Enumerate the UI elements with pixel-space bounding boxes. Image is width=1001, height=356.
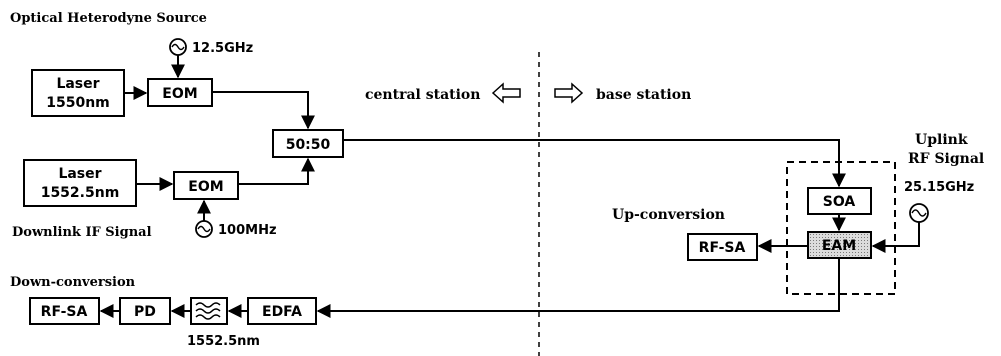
rf-sa-left-label: RF-SA	[41, 304, 88, 320]
rf-top-frequency: 12.5GHz	[192, 41, 253, 56]
uplink-label-line1: Uplink	[915, 132, 968, 148]
pd-label: PD	[134, 304, 156, 320]
soa-box	[807, 187, 872, 215]
laser-1550-label: Laser	[56, 76, 99, 92]
if-bottom-frequency: 100MHz	[218, 223, 277, 238]
left-direction-arrow-icon	[491, 82, 521, 104]
edfa-box	[247, 297, 317, 325]
right-direction-arrow-icon	[554, 82, 584, 104]
central-station-label: central station	[365, 87, 480, 103]
eam-label: EAM	[822, 238, 856, 254]
coupler-label: 50:50	[286, 137, 331, 153]
pd-box	[119, 297, 171, 325]
base-station-unit-outline	[786, 161, 896, 295]
base-station-label: base station	[596, 87, 691, 103]
uplink-label-line2: RF Signal	[908, 151, 984, 167]
eom-bottom-box	[173, 171, 239, 200]
edfa-label: EDFA	[262, 304, 302, 320]
eom-top-label: EOM	[162, 86, 197, 102]
rf-sa-left-box	[29, 297, 100, 325]
uplink-frequency: 25.15GHz	[904, 180, 974, 195]
downlink-if-signal-label: Downlink IF Signal	[12, 225, 152, 240]
coupler-box	[272, 129, 344, 158]
filter-wavelength: 1552.5nm	[187, 334, 260, 349]
rf-sa-right-box	[687, 233, 758, 261]
down-conversion-label: Down-conversion	[10, 275, 136, 290]
optical-heterodyne-source-label: Optical Heterodyne Source	[10, 11, 207, 26]
filter-icon	[195, 302, 221, 320]
laser-1552-wavelength: 1552.5nm	[41, 185, 120, 201]
laser-1552-label: Laser	[58, 166, 101, 182]
eom-bottom-label: EOM	[188, 179, 223, 195]
soa-label: SOA	[823, 194, 856, 210]
rf-sa-right-label: RF-SA	[699, 240, 746, 256]
up-conversion-label: Up-conversion	[612, 207, 725, 223]
signal-paths	[99, 55, 920, 318]
laser-1550-wavelength: 1550nm	[46, 95, 110, 111]
laser-1552-box	[23, 159, 137, 207]
